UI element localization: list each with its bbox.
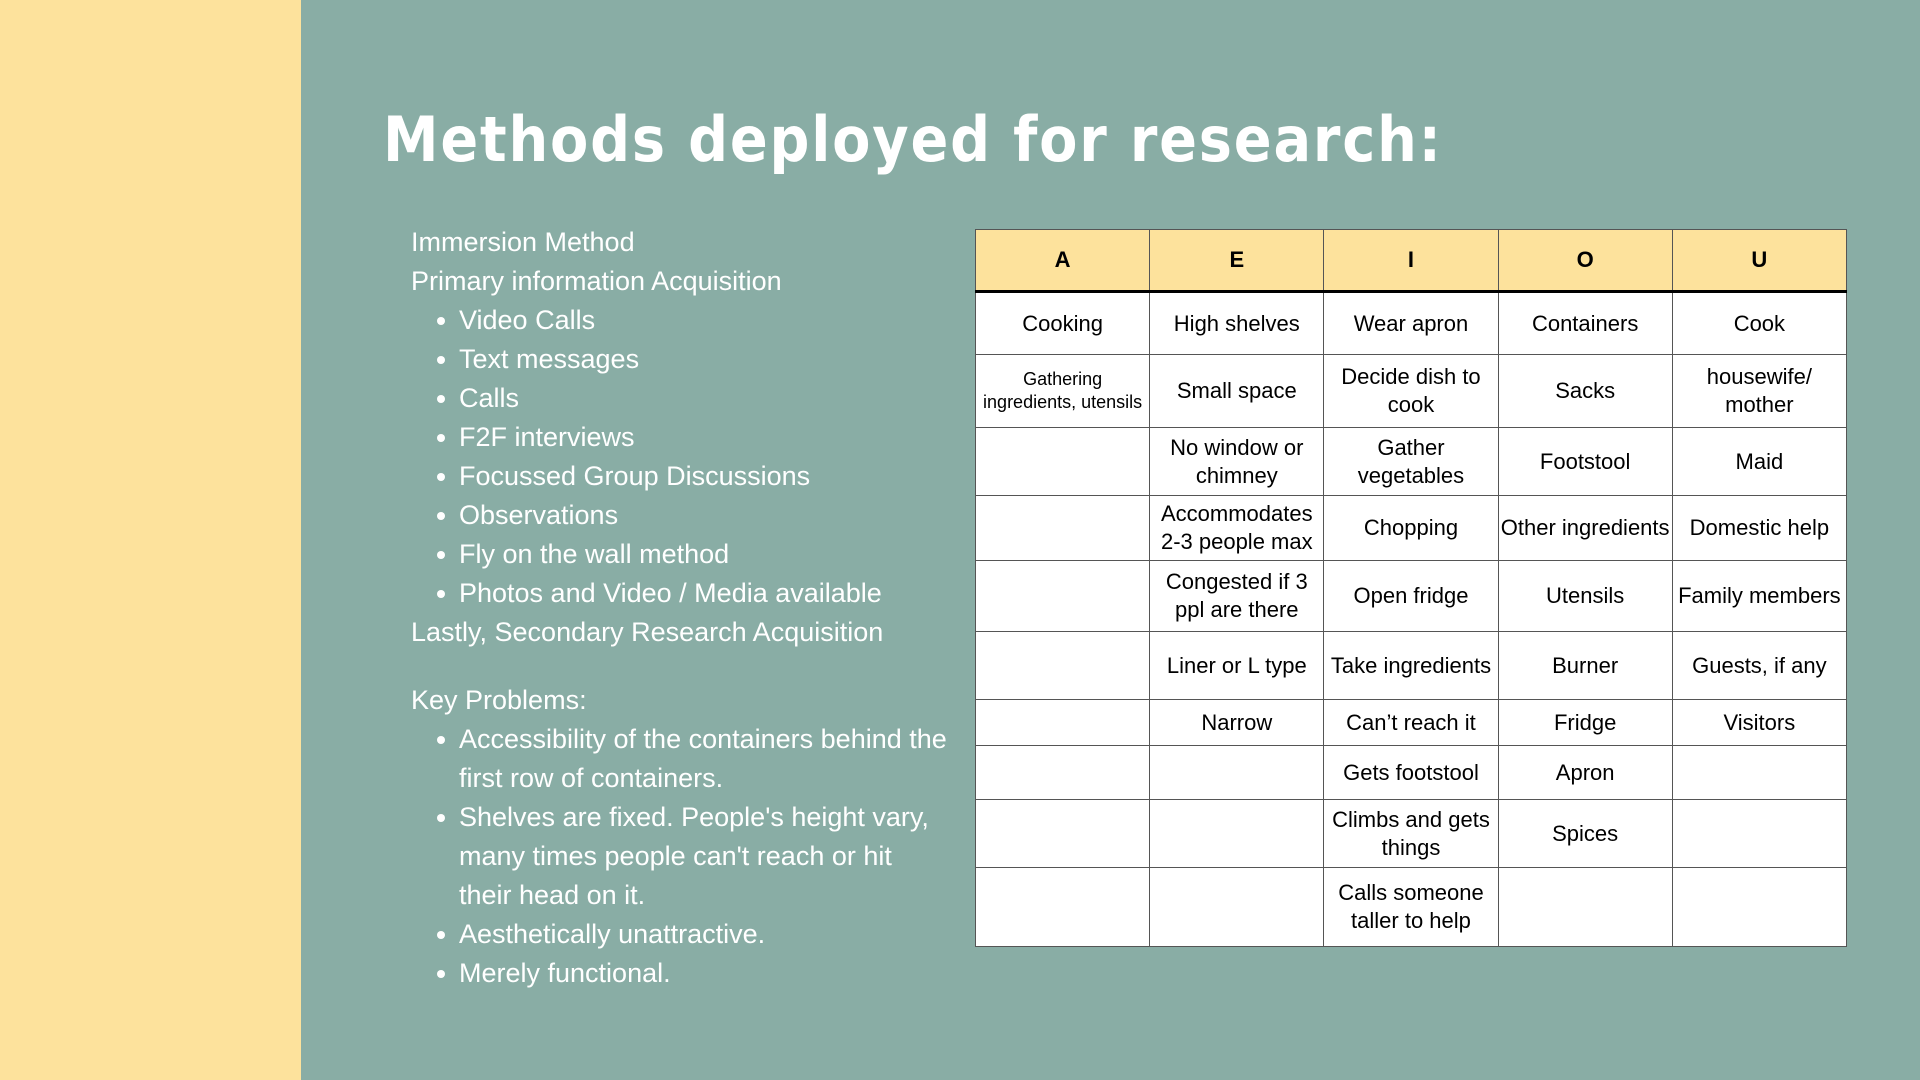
column-header-e: E [1149, 229, 1325, 293]
methods-bullet-list: Video Calls Text messages Calls F2F inte… [411, 301, 951, 613]
list-item: Shelves are fixed. People's height vary,… [437, 798, 951, 915]
table-cell: High shelves [1149, 291, 1325, 355]
table-row: Climbs and gets things Spices [974, 799, 1848, 868]
side-color-band [0, 0, 301, 1080]
table-cell [1671, 867, 1848, 947]
table-cell: Cooking [974, 291, 1151, 355]
table-cell [974, 631, 1151, 700]
table-cell [974, 560, 1151, 632]
list-item: Calls [437, 379, 951, 418]
table-row: Congested if 3 ppl are there Open fridge… [974, 560, 1848, 632]
table-cell [1497, 867, 1673, 947]
column-header-a: A [974, 229, 1151, 293]
table-cell: Utensils [1497, 560, 1673, 632]
table-cell: Maid [1671, 427, 1848, 496]
aeiou-table: A E I O U Cooking High shelves Wear apro… [974, 229, 1848, 947]
table-cell [974, 495, 1151, 561]
table-cell: Gather vegetables [1323, 427, 1499, 496]
table-cell: Open fridge [1323, 560, 1499, 632]
table-cell: housewife/ mother [1671, 354, 1848, 428]
table-cell [974, 745, 1151, 800]
table-cell: Decide dish to cook [1323, 354, 1499, 428]
table-row: Liner or L type Take ingredients Burner … [974, 631, 1848, 700]
table-cell [974, 867, 1151, 947]
table-row: Calls someone taller to help [974, 867, 1848, 947]
table-cell [1671, 745, 1848, 800]
list-item: F2F interviews [437, 418, 951, 457]
table-row: Narrow Can’t reach it Fridge Visitors [974, 699, 1848, 746]
column-header-u: U [1671, 229, 1848, 293]
table-row: No window or chimney Gather vegetables F… [974, 427, 1848, 496]
table-cell: Family members [1671, 560, 1848, 632]
table-row: Gets footstool Apron [974, 745, 1848, 800]
table-cell [974, 799, 1151, 868]
table-row: Gathering ingredients, utensils Small sp… [974, 354, 1848, 428]
list-item: Observations [437, 496, 951, 535]
table-cell: Narrow [1149, 699, 1325, 746]
slide-title: Methods deployed for research: [383, 103, 1443, 176]
methods-line-immersion: Immersion Method [411, 227, 635, 257]
list-item: Aesthetically unattractive. [437, 915, 951, 954]
table-cell: Wear apron [1323, 291, 1499, 355]
table-cell: Gathering ingredients, utensils [974, 354, 1151, 428]
table-cell: Climbs and gets things [1323, 799, 1499, 868]
table-cell: Gets footstool [1323, 745, 1499, 800]
table-cell [1671, 799, 1848, 868]
table-cell: Take ingredients [1323, 631, 1499, 700]
methods-text-block: Immersion Method Primary information Acq… [411, 223, 951, 993]
list-item: Text messages [437, 340, 951, 379]
list-item: Merely functional. [437, 954, 951, 993]
list-item: Fly on the wall method [437, 535, 951, 574]
problems-bullet-list: Accessibility of the containers behind t… [411, 720, 951, 993]
table-cell: Other ingredients [1497, 495, 1673, 561]
table-cell: Accommodates 2-3 people max [1149, 495, 1325, 561]
table-cell: Domestic help [1671, 495, 1848, 561]
table-cell: Containers [1497, 291, 1673, 355]
column-header-o: O [1497, 229, 1673, 293]
table-cell: Congested if 3 ppl are there [1149, 560, 1325, 632]
table-cell [1149, 745, 1325, 800]
table-cell: Calls someone taller to help [1323, 867, 1499, 947]
table-cell: Can’t reach it [1323, 699, 1499, 746]
table-cell [1149, 867, 1325, 947]
table-row: Accommodates 2-3 people max Chopping Oth… [974, 495, 1848, 561]
list-item: Focussed Group Discussions [437, 457, 951, 496]
table-cell: Visitors [1671, 699, 1848, 746]
table-cell: Small space [1149, 354, 1325, 428]
methods-line-primary: Primary information Acquisition [411, 266, 782, 296]
table-cell: Burner [1497, 631, 1673, 700]
table-cell: Cook [1671, 291, 1848, 355]
table-cell: Sacks [1497, 354, 1673, 428]
list-item: Photos and Video / Media available [437, 574, 951, 613]
table-cell: Guests, if any [1671, 631, 1848, 700]
table-cell [1149, 799, 1325, 868]
methods-line-secondary: Lastly, Secondary Research Acquisition [411, 617, 884, 647]
table-cell: Footstool [1497, 427, 1673, 496]
key-problems-heading: Key Problems: [411, 685, 587, 715]
column-header-i: I [1323, 229, 1499, 293]
table-cell [974, 427, 1151, 496]
list-item: Video Calls [437, 301, 951, 340]
list-item: Accessibility of the containers behind t… [437, 720, 951, 798]
table-cell: Fridge [1497, 699, 1673, 746]
table-cell: No window or chimney [1149, 427, 1325, 496]
table-cell: Spices [1497, 799, 1673, 868]
table-cell: Apron [1497, 745, 1673, 800]
table-cell [974, 699, 1151, 746]
table-cell: Chopping [1323, 495, 1499, 561]
table-header-row: A E I O U [974, 229, 1848, 293]
table-cell: Liner or L type [1149, 631, 1325, 700]
table-row: Cooking High shelves Wear apron Containe… [974, 291, 1848, 355]
